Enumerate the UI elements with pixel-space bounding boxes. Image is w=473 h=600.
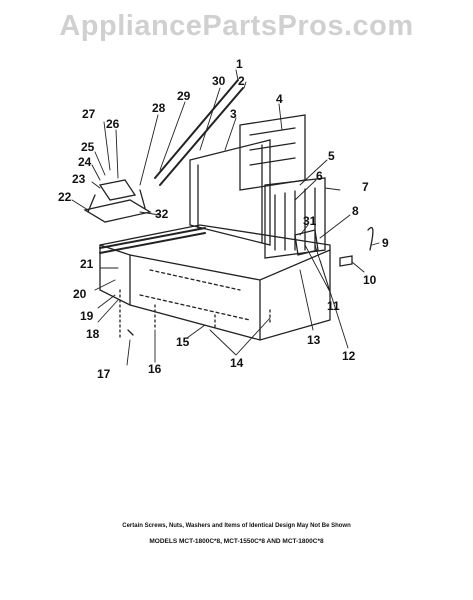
back-panel-edge — [197, 144, 263, 244]
callout-9: 9 — [382, 236, 389, 250]
callout-4: 4 — [276, 92, 283, 106]
callout-14: 14 — [230, 356, 244, 370]
rod-2 — [159, 87, 244, 186]
bracket-assembly — [83, 199, 152, 223]
callout-10: 10 — [363, 273, 377, 287]
callout-19: 19 — [80, 309, 94, 323]
bracket-top — [98, 179, 137, 201]
callout-7: 7 — [362, 180, 369, 194]
callout-21: 21 — [80, 257, 94, 271]
callout-30: 30 — [212, 74, 226, 88]
footer-note: Certain Screws, Nuts, Washers and Items … — [122, 523, 351, 529]
callout-17: 17 — [97, 367, 111, 381]
callout-18: 18 — [86, 327, 100, 341]
rod-1 — [154, 79, 239, 179]
callout-15: 15 — [176, 335, 190, 349]
footer-models: MODELS MCT-1800C*8, MCT-1550C*8 AND MCT-… — [149, 538, 324, 545]
bracket-leg — [87, 189, 146, 213]
foot-left — [127, 329, 134, 336]
callout-22: 22 — [58, 190, 72, 204]
callout-31: 31 — [303, 214, 317, 228]
callout-28: 28 — [152, 101, 166, 115]
callout-29: 29 — [177, 89, 191, 103]
callout-1: 1 — [236, 57, 243, 71]
side-cabinet-slats — [274, 187, 316, 251]
rear-module-detail — [249, 127, 296, 166]
callout-3: 3 — [230, 107, 237, 121]
callout-13: 13 — [307, 333, 321, 347]
back-panel — [189, 139, 271, 246]
callout-8: 8 — [352, 204, 359, 218]
chassis-frame — [99, 224, 331, 341]
callout-12: 12 — [342, 349, 356, 363]
callout-32: 32 — [155, 207, 169, 221]
hook-part — [367, 226, 374, 251]
callout-24: 24 — [78, 155, 92, 169]
callout-16: 16 — [148, 362, 162, 376]
watermark-logo: AppliancePartsPros.com — [59, 10, 414, 42]
callout-25: 25 — [81, 140, 95, 154]
callout-26: 26 — [106, 117, 120, 131]
switch-part — [294, 229, 319, 256]
callout-23: 23 — [72, 172, 86, 186]
leader-lines — [71, 69, 380, 366]
callout-6: 6 — [316, 169, 323, 183]
callout-20: 20 — [73, 287, 87, 301]
callout-5: 5 — [328, 149, 335, 163]
clip-part — [339, 255, 353, 267]
callout-27: 27 — [82, 107, 96, 121]
rear-module — [239, 114, 306, 191]
side-rail — [99, 227, 206, 254]
callout-2: 2 — [238, 74, 245, 88]
chassis-bottom-pan — [139, 269, 251, 321]
callout-11: 11 — [327, 299, 340, 313]
